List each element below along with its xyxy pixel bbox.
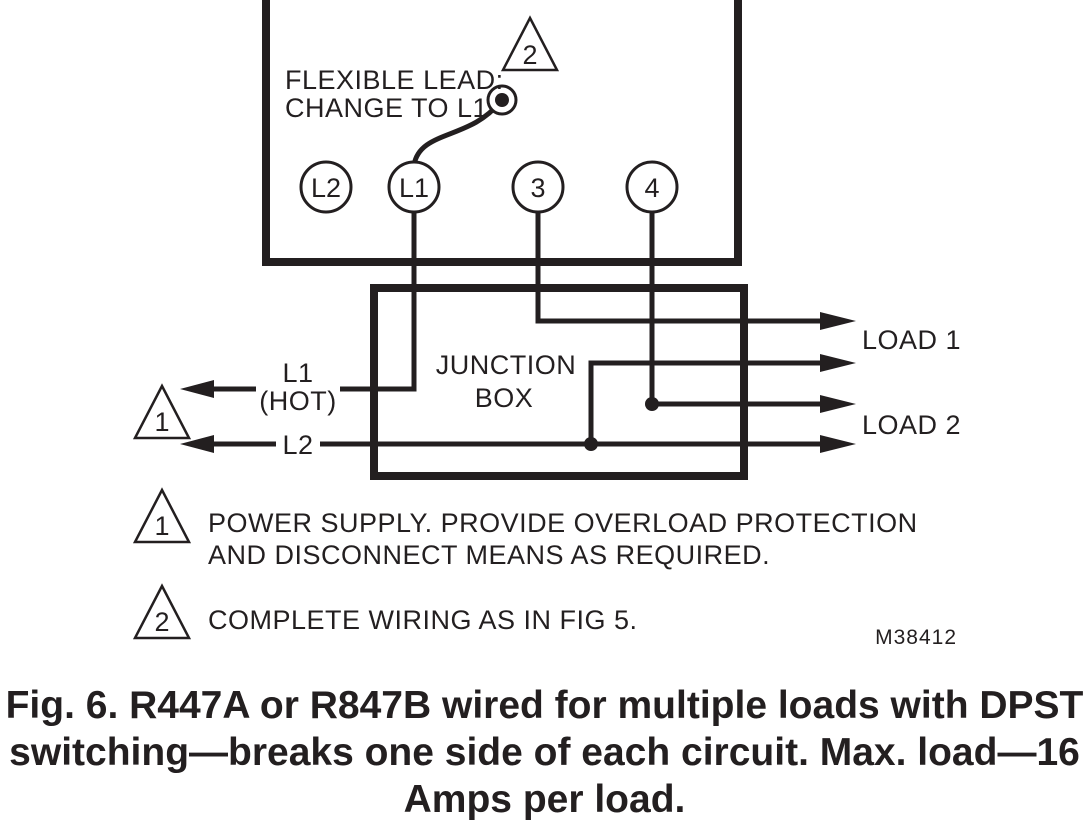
figure-id: M38412 <box>875 626 957 649</box>
junction-dot <box>584 437 598 451</box>
device-outline <box>262 0 742 266</box>
note-marker-number: 2 <box>154 607 169 637</box>
arrow-left-icon <box>180 380 214 398</box>
flexible-lead <box>411 100 502 166</box>
terminal-4 <box>625 160 679 214</box>
l2-label: L2 <box>282 430 313 460</box>
note-marker-triangle <box>132 583 192 640</box>
arrow-right-icon <box>820 395 856 413</box>
note-marker-number: 1 <box>154 511 169 541</box>
arrow-right-icon <box>820 354 856 372</box>
flexible-lead-label: CHANGE TO L1 <box>285 93 488 123</box>
terminal-label: L1 <box>399 173 429 203</box>
wire-terminal-3 <box>535 209 826 324</box>
terminal-label: 4 <box>644 173 659 203</box>
wire-l2-branch <box>588 360 826 444</box>
load-1-label: LOAD 1 <box>862 325 961 355</box>
terminal-l1 <box>387 160 441 214</box>
terminal-3 <box>511 160 565 214</box>
figure-caption: Fig. 6. R447A or R847B wired for multipl… <box>5 684 1084 821</box>
junction-box-label: JUNCTION <box>436 350 577 380</box>
note-marker-triangle <box>132 487 192 544</box>
arrow-left-icon <box>180 435 214 453</box>
note-1-text: AND DISCONNECT MEANS AS REQUIRED. <box>208 540 770 570</box>
arrow-right-icon <box>820 312 856 330</box>
note-marker-number: 2 <box>522 40 537 70</box>
note-marker-triangle <box>500 15 560 72</box>
note-marker-number: 1 <box>154 407 169 437</box>
wiring-diagram: L2 L1 3 4 FLEXIBLE LEAD: CHANGE TO L1 2 … <box>132 0 961 649</box>
arrow-right-icon <box>820 435 856 453</box>
flexible-lead-label: FLEXIBLE LEAD: <box>285 65 504 95</box>
terminal-label: L2 <box>311 173 341 203</box>
flexible-lead-terminal-center <box>495 93 509 107</box>
note-2-text: COMPLETE WIRING AS IN FIG 5. <box>208 605 638 635</box>
load-2-label: LOAD 2 <box>862 410 961 440</box>
note-1-text: POWER SUPPLY. PROVIDE OVERLOAD PROTECTIO… <box>208 508 918 538</box>
terminal-label: 3 <box>530 173 545 203</box>
note-marker-triangle <box>132 383 192 440</box>
junction-box-label: BOX <box>475 383 534 413</box>
l1-hot-label: (HOT) <box>259 386 336 416</box>
terminal-l2 <box>299 160 353 214</box>
junction-dot <box>645 397 659 411</box>
junction-box <box>370 284 748 480</box>
l1-hot-label: L1 <box>282 358 313 388</box>
